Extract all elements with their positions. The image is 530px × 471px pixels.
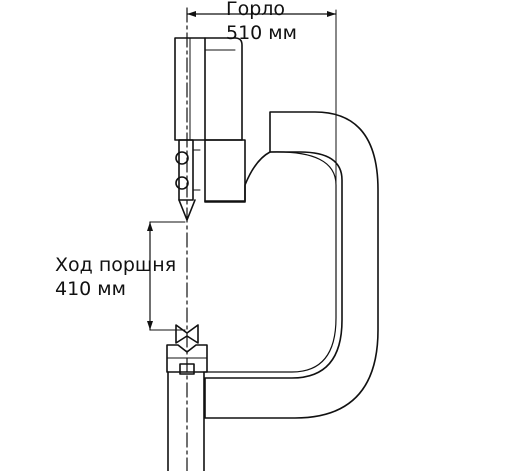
upper-arm-link [204, 151, 271, 202]
stroke-dimension [147, 221, 186, 331]
throat-label: Горло [226, 0, 286, 20]
throat-dimension [186, 9, 337, 186]
piston-ram [175, 139, 201, 221]
c-frame-inner [204, 151, 337, 373]
base-column [167, 363, 205, 471]
lower-die [166, 324, 208, 373]
stroke-label: Ход поршня [55, 254, 177, 276]
c-frame-outer [204, 111, 379, 419]
cylinder-head [174, 37, 246, 203]
stroke-value: 410 мм [55, 278, 126, 300]
throat-value: 510 мм [226, 22, 297, 44]
